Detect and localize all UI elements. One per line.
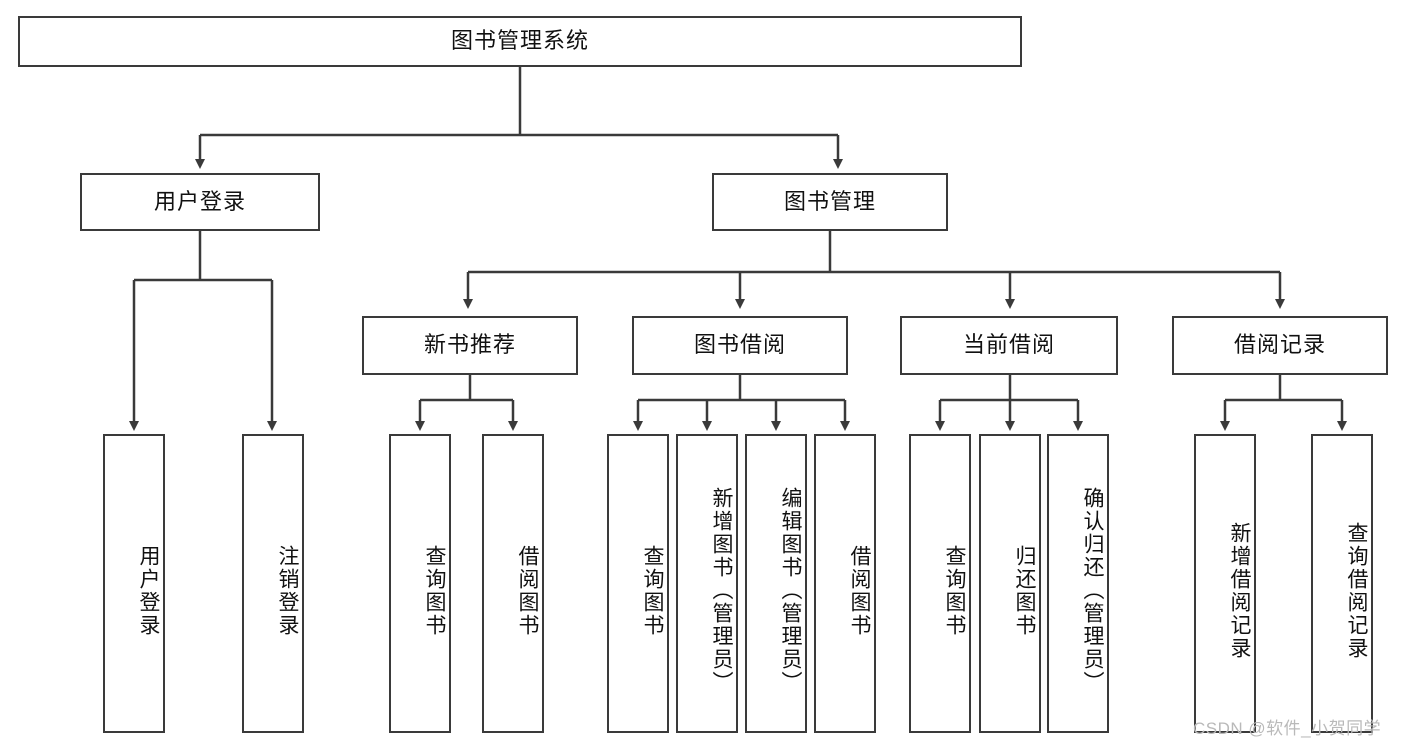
leaf-add-book-admin[interactable]: 新增图书（管理员） xyxy=(676,434,738,733)
node-label: 借阅图书 xyxy=(516,544,539,637)
node-label: 图书管理 xyxy=(783,188,876,214)
node-label: 查询借阅记录 xyxy=(1345,521,1368,660)
node-label: 新增图书（管理员） xyxy=(710,487,733,694)
leaf-return-book[interactable]: 归还图书 xyxy=(979,434,1041,733)
leaf-query-book-recommend[interactable]: 查询图书 xyxy=(389,434,451,733)
leaf-borrow-book[interactable]: 借阅图书 xyxy=(814,434,876,733)
leaf-query-borrow-record[interactable]: 查询借阅记录 xyxy=(1311,434,1373,733)
node-label: 归还图书 xyxy=(1013,544,1036,637)
node-user-login[interactable]: 用户登录 xyxy=(80,173,320,231)
node-label: 图书管理系统 xyxy=(450,28,589,54)
node-label: 查询图书 xyxy=(641,544,664,637)
csdn-watermark: CSDN @软件_小贺同学 xyxy=(1193,719,1382,738)
node-label: 借阅记录 xyxy=(1233,332,1326,358)
node-book-borrow[interactable]: 图书借阅 xyxy=(632,316,848,375)
leaf-logout[interactable]: 注销登录 xyxy=(242,434,304,733)
leaf-query-book-current[interactable]: 查询图书 xyxy=(909,434,971,733)
node-label: 确认归还（管理员） xyxy=(1081,487,1104,694)
node-current-borrow[interactable]: 当前借阅 xyxy=(900,316,1118,375)
node-label: 用户登录 xyxy=(137,544,160,637)
node-label: 图书借阅 xyxy=(693,332,786,358)
node-label: 查询图书 xyxy=(423,544,446,637)
node-label: 新书推荐 xyxy=(423,332,516,358)
node-label: 借阅图书 xyxy=(848,544,871,637)
node-new-book-recommend[interactable]: 新书推荐 xyxy=(362,316,578,375)
node-label: 注销登录 xyxy=(276,544,299,637)
leaf-confirm-return-admin[interactable]: 确认归还（管理员） xyxy=(1047,434,1109,733)
leaf-borrow-book-recommend[interactable]: 借阅图书 xyxy=(482,434,544,733)
node-borrow-record[interactable]: 借阅记录 xyxy=(1172,316,1388,375)
node-label: 用户登录 xyxy=(153,188,246,214)
leaf-edit-book-admin[interactable]: 编辑图书（管理员） xyxy=(745,434,807,733)
node-label: 新增借阅记录 xyxy=(1228,521,1251,660)
node-book-management[interactable]: 图书管理 xyxy=(712,173,948,231)
leaf-add-borrow-record[interactable]: 新增借阅记录 xyxy=(1194,434,1256,733)
leaf-query-book-borrow[interactable]: 查询图书 xyxy=(607,434,669,733)
node-label: 查询图书 xyxy=(943,544,966,637)
node-root-library-system[interactable]: 图书管理系统 xyxy=(18,16,1022,67)
leaf-user-login[interactable]: 用户登录 xyxy=(103,434,165,733)
node-label: 编辑图书（管理员） xyxy=(779,487,802,694)
node-label: 当前借阅 xyxy=(962,332,1055,358)
